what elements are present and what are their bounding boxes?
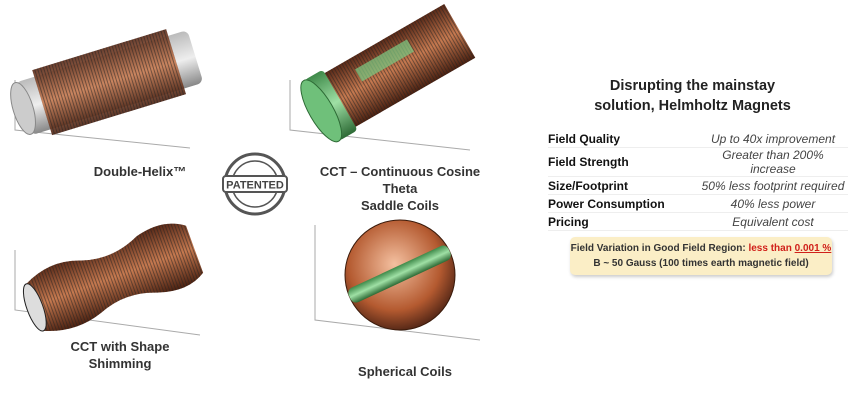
callout-line2: B ~ 50 Gauss (100 times earth magnetic f… — [593, 258, 809, 269]
caption-shape-shimming: CCT with Shape Shimming — [50, 338, 190, 372]
caption-cct: CCT – Continuous Cosine Theta Saddle Coi… — [300, 163, 500, 214]
heading: Disrupting the mainstay solution, Helmho… — [580, 76, 805, 116]
caption-cct-line3: Saddle Coils — [360, 198, 440, 213]
stamp-text: PATENTED — [226, 180, 284, 192]
callout-less-than: less than — [748, 243, 795, 254]
row-value: 50% less footprint required — [698, 176, 848, 195]
row-value: 40% less power — [698, 194, 848, 213]
row-value: Equivalent cost — [698, 212, 848, 231]
callout-prefix: Field Variation in Good Field Region: — [570, 243, 749, 254]
heading-line2: solution, Helmholtz Magnets — [594, 98, 791, 114]
cct-saddle-plot — [289, 4, 476, 151]
row-value: Up to 40x improvement — [698, 130, 848, 148]
row-label: Power Consumption — [548, 194, 698, 213]
cct-shape-shimming-plot — [14, 223, 204, 336]
caption-cct-line2: Theta — [382, 181, 418, 196]
double-helix-plot — [10, 29, 202, 149]
spherical-coils-plot — [314, 219, 481, 341]
caption-shape-line2: Shimming — [88, 356, 152, 371]
heading-line1: Disrupting the mainstay — [609, 78, 776, 94]
row-label: Field Strength — [548, 147, 698, 177]
field-variation-callout: Field Variation in Good Field Region: le… — [570, 237, 832, 275]
caption-double-helix: Double-Helix™ — [93, 164, 187, 179]
row-label: Field Quality — [548, 130, 698, 148]
caption-cct-line1: CCT – Continuous Cosine — [319, 164, 481, 179]
row-value: Greater than 200% increase — [698, 147, 848, 177]
row-label: Size/Footprint — [548, 176, 698, 195]
callout-value: 0.001 % — [794, 243, 832, 254]
caption-spherical: Spherical Coils — [358, 364, 452, 379]
coil-illustrations: PATENTED — [10, 4, 481, 341]
row-label: Pricing — [548, 212, 698, 231]
caption-shape-line1: CCT with Shape — [70, 339, 170, 354]
patented-stamp: PATENTED — [222, 152, 288, 216]
